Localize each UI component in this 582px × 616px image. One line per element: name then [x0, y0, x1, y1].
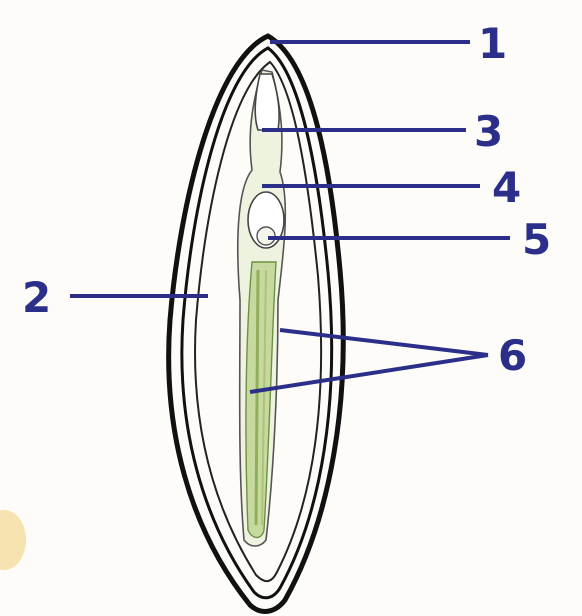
- label-6: 6: [498, 331, 527, 380]
- label-1: 1: [478, 19, 507, 68]
- label-2: 2: [22, 273, 51, 322]
- axis-stripe: [256, 270, 258, 525]
- coleoptile: [255, 74, 279, 130]
- label-3: 3: [474, 107, 503, 156]
- label-5: 5: [522, 215, 551, 264]
- leader-line-6a: [280, 330, 488, 355]
- leader-line-6b: [250, 355, 488, 392]
- corner-blob: [0, 510, 26, 570]
- label-4: 4: [492, 163, 521, 212]
